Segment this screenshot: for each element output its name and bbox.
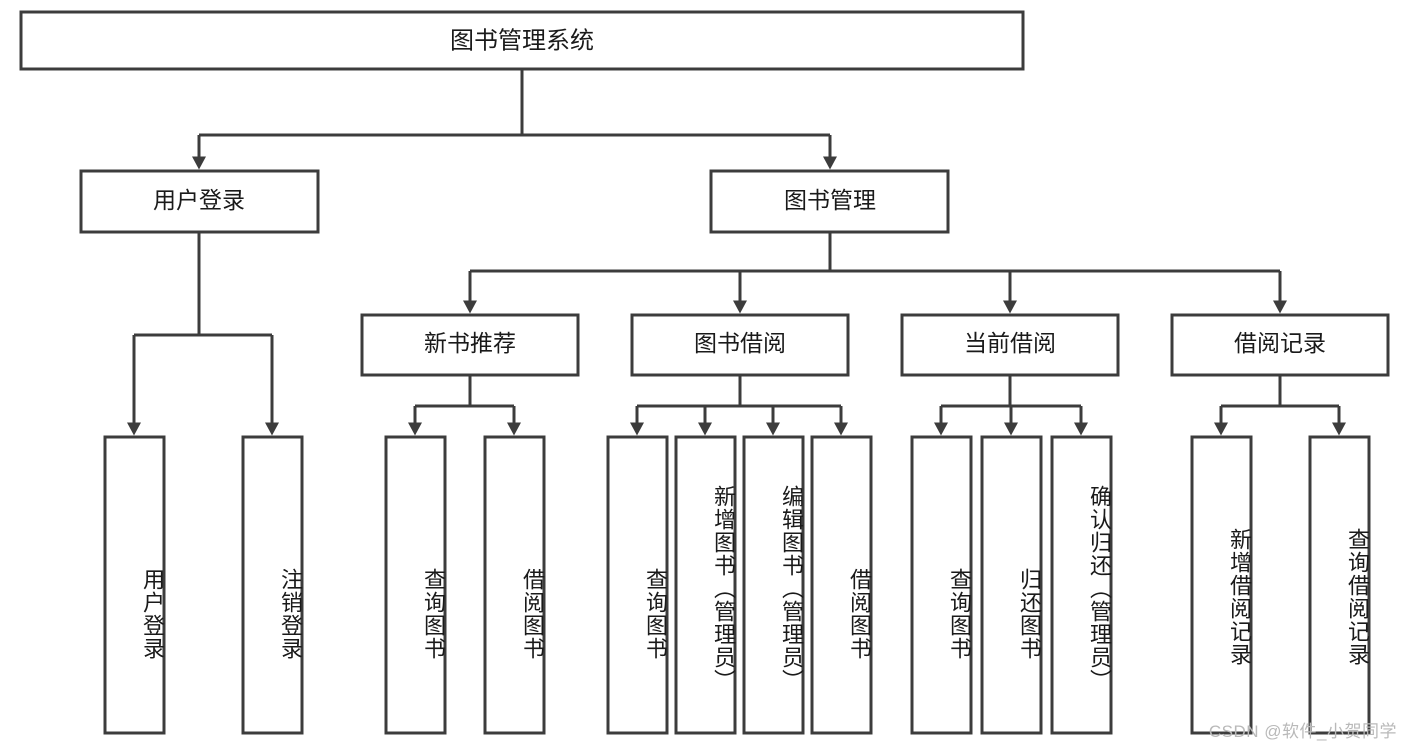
- node-book-manage-label: 图书管理: [784, 187, 876, 213]
- node-new-book-recommend-box[interactable]: [360, 313, 580, 377]
- node-current-borrow-label: 当前借阅: [964, 330, 1056, 356]
- node-leaf-return-book-box[interactable]: [980, 435, 1043, 735]
- node-user-login-box[interactable]: [79, 169, 320, 234]
- node-title-box[interactable]: [19, 10, 1025, 71]
- node-leaf-add-book-box[interactable]: [674, 435, 737, 735]
- nodes-layer: 图书管理系统 用户登录 图书管理 新书推荐 图书借阅 当前借阅 借阅记录: [19, 10, 1390, 735]
- node-leaf-borrow-book-box[interactable]: [810, 435, 873, 735]
- node-leaf-user-login-box[interactable]: [103, 435, 166, 735]
- node-leaf-confirm-return-box[interactable]: [1050, 435, 1113, 735]
- node-book-borrow-label: 图书借阅: [694, 330, 786, 356]
- node-leaf-user-logout-box[interactable]: [241, 435, 304, 735]
- node-leaf-query-book-borrow-box[interactable]: [606, 435, 669, 735]
- node-leaf-query-book-current-box[interactable]: [910, 435, 973, 735]
- node-borrow-record-box[interactable]: [1170, 313, 1390, 377]
- node-borrow-record-label: 借阅记录: [1234, 330, 1326, 356]
- node-book-borrow-box[interactable]: [630, 313, 850, 377]
- node-leaf-query-book-new-box[interactable]: [384, 435, 447, 735]
- node-book-manage-box[interactable]: [709, 169, 950, 234]
- node-leaf-add-record-box[interactable]: [1190, 435, 1253, 735]
- node-title-label: 图书管理系统: [450, 27, 594, 54]
- node-user-login-label: 用户登录: [153, 187, 245, 213]
- csdn-watermark: CSDN @软件_小贺同学: [1208, 722, 1397, 741]
- node-leaf-edit-book-box[interactable]: [742, 435, 805, 735]
- node-leaf-query-record-box[interactable]: [1308, 435, 1371, 735]
- node-leaf-borrow-book-new-box[interactable]: [483, 435, 546, 735]
- node-new-book-recommend-label: 新书推荐: [424, 330, 516, 356]
- connectors-layer: [127, 69, 1346, 436]
- node-current-borrow-box[interactable]: [900, 313, 1120, 377]
